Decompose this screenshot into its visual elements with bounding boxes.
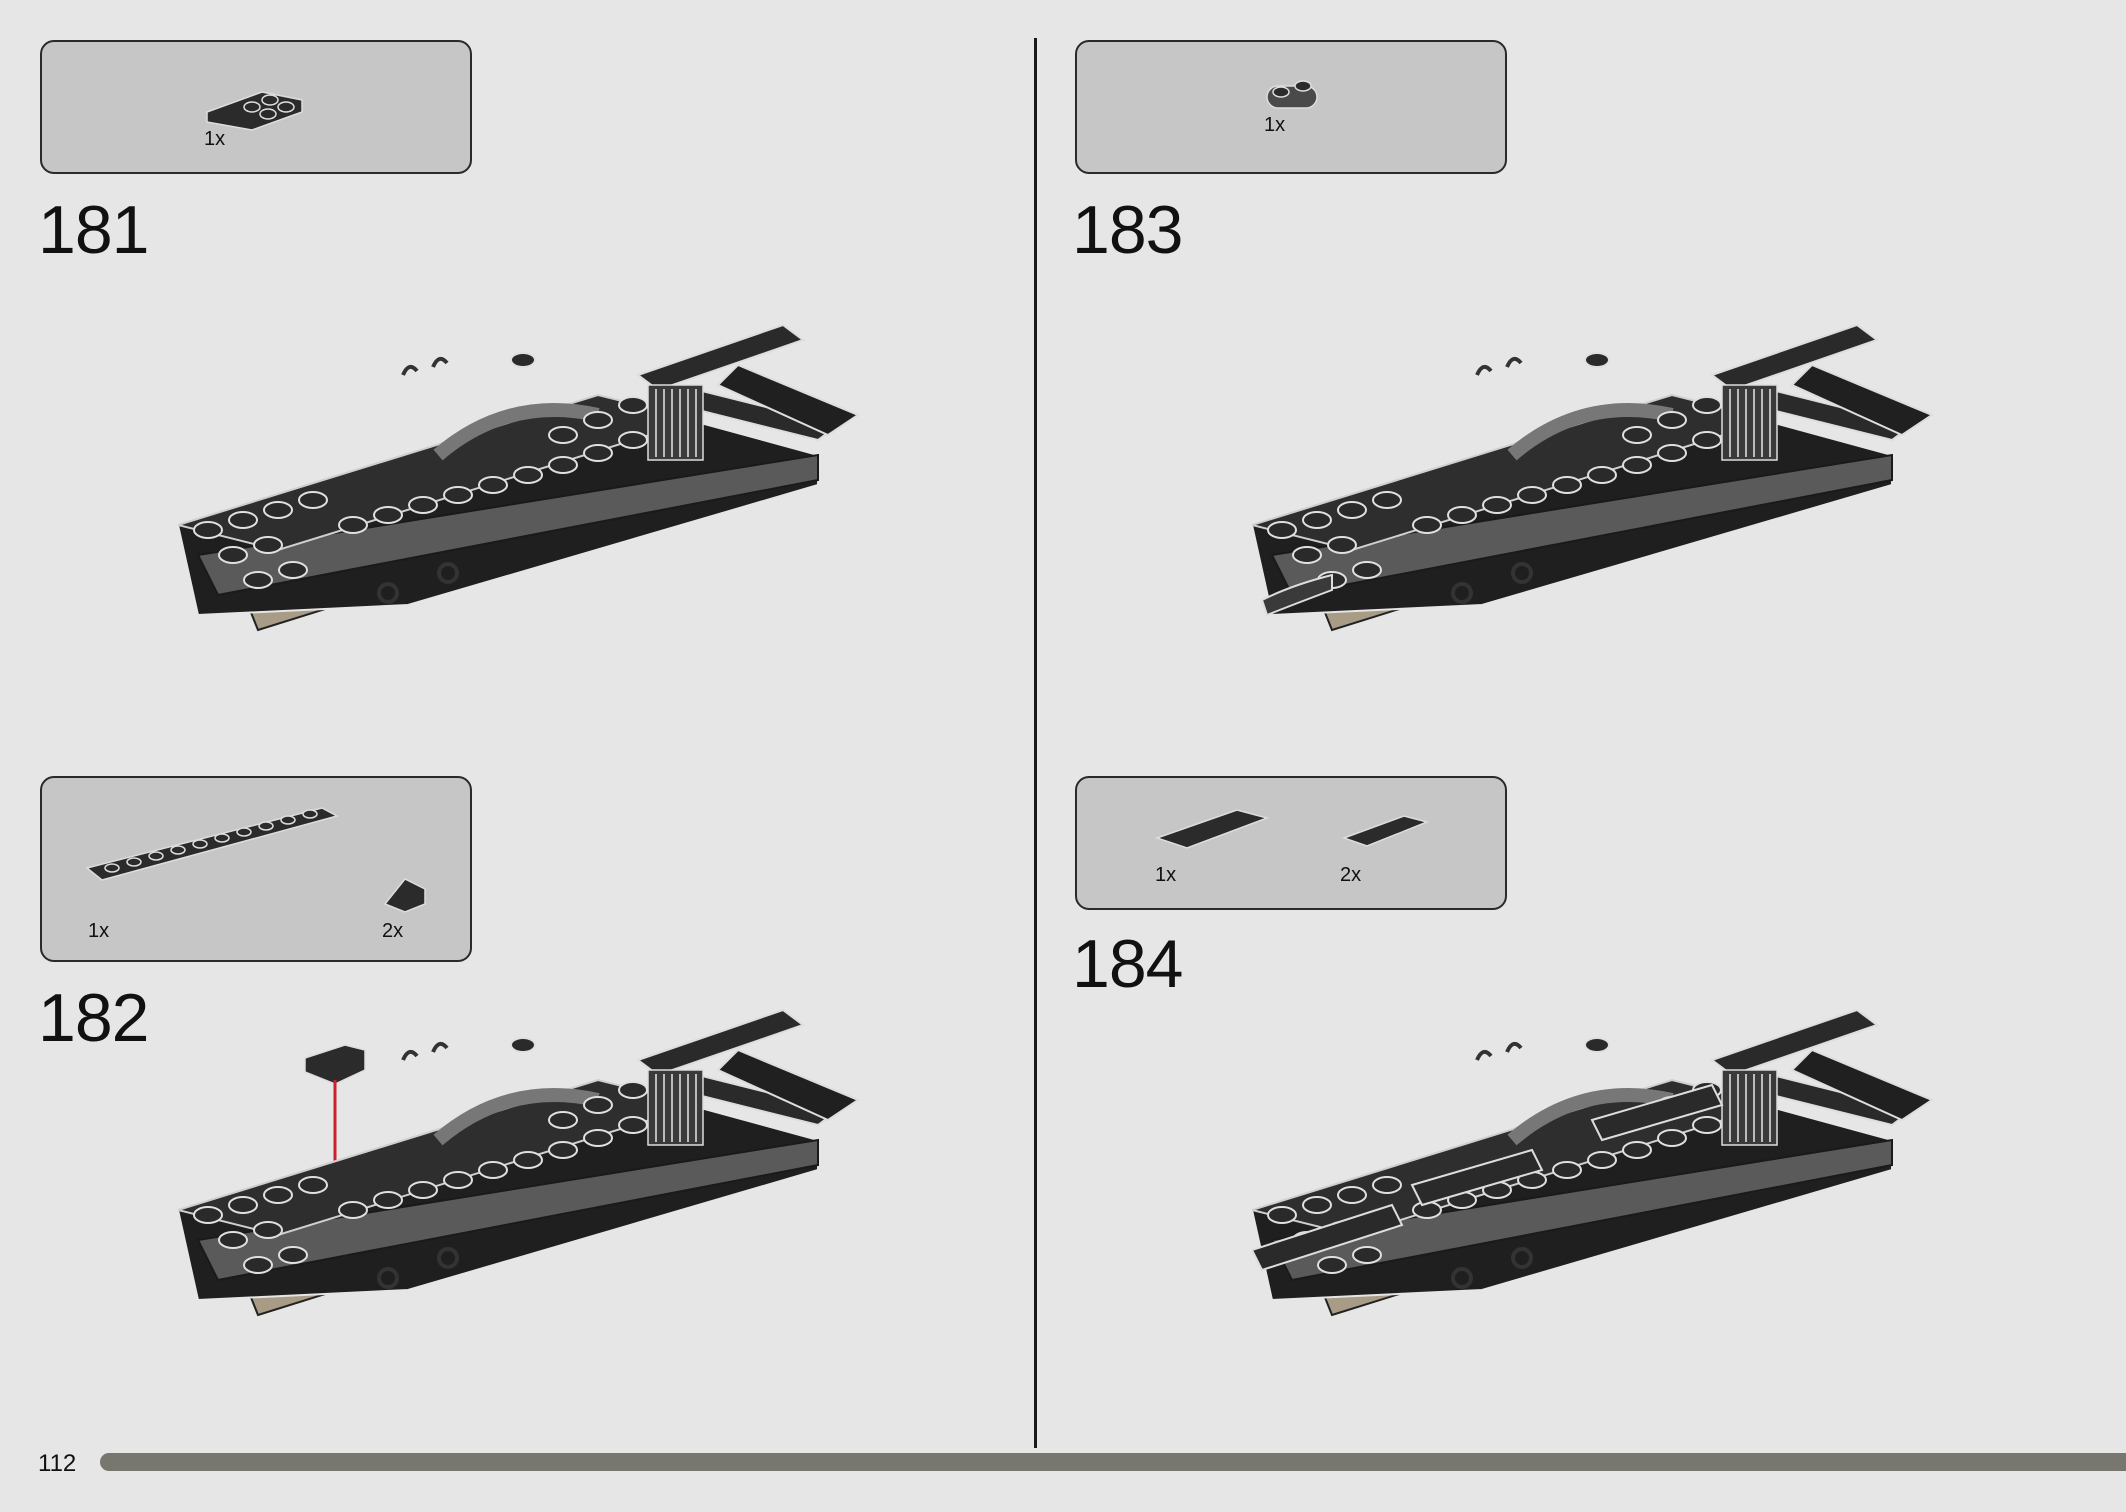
model-assembly-181 [178,305,868,655]
part-qty: 1x [204,128,226,150]
model-assembly-184 [1252,990,1942,1340]
part-qty: 1x [1155,864,1177,886]
parts-callout-184: 1x 2x [1075,776,1507,910]
slope-brick-icon [304,1044,366,1085]
wedge-plate-icon [206,91,303,131]
part-qty: 2x [1340,864,1362,886]
parts-callout-182: 1x 2x [40,776,472,962]
model-assembly-183 [1252,305,1942,655]
part-qty: 1x [1264,114,1286,136]
step-number-182: 182 [38,980,149,1056]
step-number-184: 184 [1072,926,1183,1002]
part-qty: 2x [382,920,404,942]
page-number: 112 [38,1450,77,1477]
round-plate-icon [1266,80,1318,109]
parts-callout-183: 1x [1075,40,1507,174]
slope-brick-icon [383,878,426,913]
parts-callout-181: 1x [40,40,472,174]
short-tile-icon [1341,815,1430,847]
model-assembly-182 [178,990,868,1340]
long-plate-icon [85,807,340,881]
long-tile-icon [1154,809,1270,849]
progress-bar [100,1453,2126,1471]
step-number-181: 181 [38,192,149,268]
step-number-183: 183 [1072,192,1183,268]
part-qty: 1x [88,920,110,942]
page-divider [1034,38,1037,1448]
